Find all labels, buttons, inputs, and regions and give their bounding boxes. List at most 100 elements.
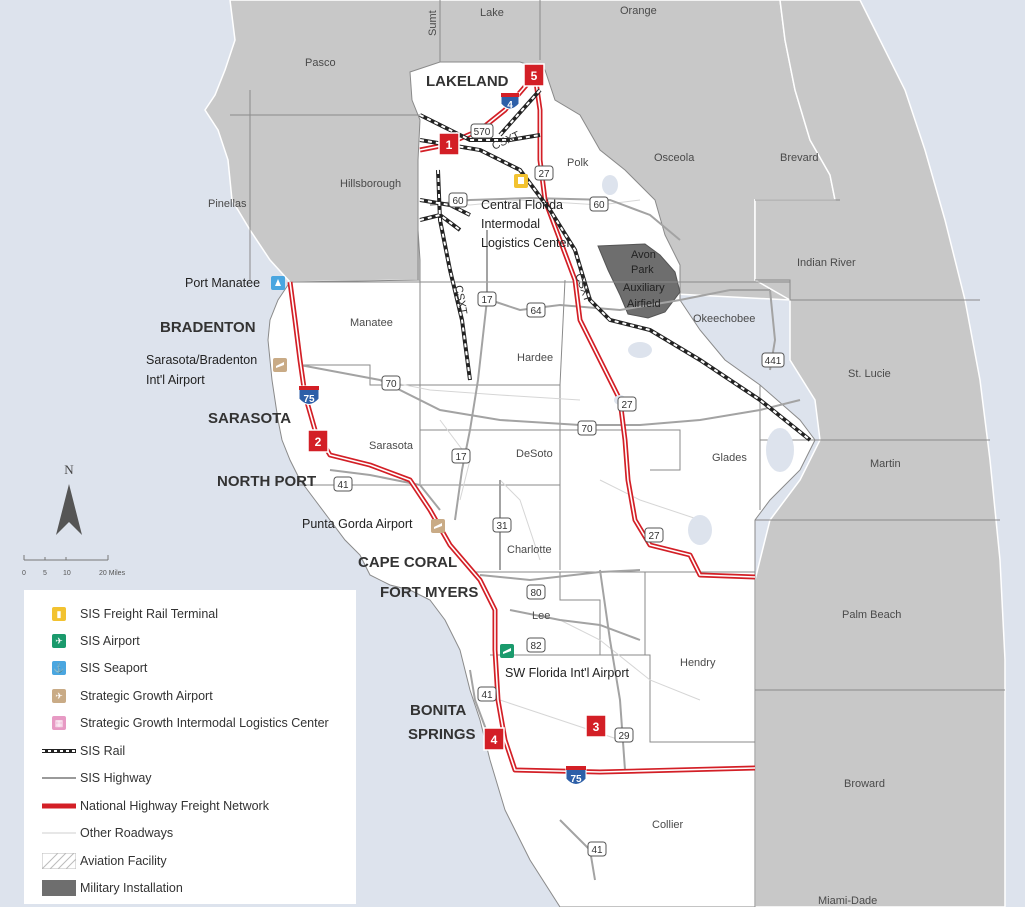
growth-ilc-icon: ▦ xyxy=(52,716,66,730)
city-label-fort-myers: FORT MYERS xyxy=(380,584,478,601)
seaport-icon: ⚓ xyxy=(52,661,66,675)
svg-text:3: 3 xyxy=(593,720,600,734)
svg-text:60: 60 xyxy=(452,196,464,207)
county-label-desoto: DeSoto xyxy=(516,448,553,460)
city-label-north-port: NORTH PORT xyxy=(217,473,316,490)
svg-text:Avon: Avon xyxy=(631,249,656,261)
legend-label: Other Roadways xyxy=(80,826,174,840)
scale-bar: 0 5 10 20 Miles xyxy=(22,555,126,577)
svg-text:SW Florida Int'l Airport: SW Florida Int'l Airport xyxy=(505,666,629,680)
svg-text:64: 64 xyxy=(530,306,542,317)
legend-label: Strategic Growth Airport xyxy=(80,689,213,703)
svg-text:2: 2 xyxy=(315,435,322,449)
us-route-64-shield: 64 xyxy=(526,302,546,318)
svg-text:5: 5 xyxy=(43,570,47,577)
us-route-570-shield: 570 xyxy=(470,123,494,139)
us-route-60-shield: 60 xyxy=(589,196,609,212)
county-label-indian-river: Indian River xyxy=(797,257,856,269)
north-arrow: N xyxy=(56,462,82,535)
county-label-polk: Polk xyxy=(567,157,589,169)
us-route-27-shield: 27 xyxy=(617,396,637,412)
legend-label: Military Installation xyxy=(80,881,183,895)
county-label-martin: Martin xyxy=(870,458,901,470)
sis-highway-line xyxy=(42,777,76,779)
svg-text:Airfield: Airfield xyxy=(627,298,661,310)
airport-icon: ✈ xyxy=(52,634,66,648)
county-label-collier: Collier xyxy=(652,819,684,831)
county-label-palm-beach: Palm Beach xyxy=(842,609,901,621)
svg-text:570: 570 xyxy=(474,127,491,138)
svg-text:Sarasota/Bradenton: Sarasota/Bradenton xyxy=(146,353,257,367)
svg-text:Intermodal: Intermodal xyxy=(481,217,540,231)
military-fill xyxy=(42,880,76,896)
svg-text:27: 27 xyxy=(538,169,550,180)
svg-text:29: 29 xyxy=(618,731,630,742)
military-installation-avon-park xyxy=(597,243,681,319)
svg-text:75: 75 xyxy=(303,394,315,405)
legend-item: Military Installation xyxy=(40,878,183,898)
county-label-manatee: Manatee xyxy=(350,317,393,329)
city-labels: LAKELAND BRADENTON SARASOTA NORTH PORT C… xyxy=(160,73,509,743)
facility-icons[interactable] xyxy=(271,174,528,658)
svg-text:41: 41 xyxy=(481,690,493,701)
legend-item: Aviation Facility xyxy=(40,851,167,871)
legend-item: ✈ Strategic Growth Airport xyxy=(40,686,213,706)
rail-terminal-icon: ▮ xyxy=(52,607,66,621)
legend-label: SIS Freight Rail Terminal xyxy=(80,607,219,621)
city-label-bonita: BONITA xyxy=(410,702,467,719)
facility-labels: Central Florida Intermodal Logistics Cen… xyxy=(146,198,629,680)
growth-airport-icon: ✈ xyxy=(52,689,66,703)
us-route-17-shield: 17 xyxy=(451,448,471,464)
county-label-broward: Broward xyxy=(844,778,885,790)
county-label-orange: Orange xyxy=(620,5,657,17)
freight-hubs[interactable]: 1 2 3 4 5 xyxy=(307,63,607,751)
city-label-bradenton: BRADENTON xyxy=(160,319,256,336)
county-label-glades: Glades xyxy=(712,452,747,464)
rail-label-csxt-2: CSXT xyxy=(452,284,469,315)
legend-label: Aviation Facility xyxy=(80,854,167,868)
us-route-70-shield: 70 xyxy=(577,420,597,436)
svg-text:1: 1 xyxy=(446,138,453,152)
svg-text:N: N xyxy=(64,462,74,477)
hub-marker-4: 4 xyxy=(483,727,505,751)
svg-text:Int'l Airport: Int'l Airport xyxy=(146,373,205,387)
city-label-cape-coral: CAPE CORAL xyxy=(358,554,457,571)
county-label-lake: Lake xyxy=(480,7,504,19)
us-route-80-shield: 80 xyxy=(526,584,546,600)
county-label-hillsborough: Hillsborough xyxy=(340,178,401,190)
growth-airport-icon xyxy=(431,519,445,533)
sis-rail xyxy=(419,88,812,442)
aviation-hatch xyxy=(42,853,76,869)
us-route-27-shield: 27 xyxy=(644,527,664,543)
hub-marker-2: 2 xyxy=(307,429,329,453)
county-label-pasco: Pasco xyxy=(305,57,336,69)
sis-rail-line xyxy=(42,749,76,753)
county-label-pinellas: Pinellas xyxy=(208,198,247,210)
hub-marker-1: 1 xyxy=(438,132,460,156)
legend-item: ⚓ SIS Seaport xyxy=(40,658,147,678)
county-label-okeechobee: Okeechobee xyxy=(693,313,755,325)
county-label-brevard: Brevard xyxy=(780,152,819,164)
legend-item: ▦ Strategic Growth Intermodal Logistics … xyxy=(40,713,329,733)
airport-icon xyxy=(500,644,514,658)
svg-text:Port Manatee: Port Manatee xyxy=(185,276,260,290)
svg-text:Park: Park xyxy=(631,264,654,276)
svg-text:31: 31 xyxy=(496,521,508,532)
county-label-hardee: Hardee xyxy=(517,352,553,364)
svg-text:75: 75 xyxy=(570,774,582,785)
seaport-icon xyxy=(271,276,285,290)
svg-text:0: 0 xyxy=(22,570,26,577)
route-shields: 4 75 75 570 27 60 60 17 64 70 27 70 441 … xyxy=(298,92,785,857)
legend-label: SIS Rail xyxy=(80,744,126,758)
hub-marker-3: 3 xyxy=(585,714,607,738)
svg-text:70: 70 xyxy=(581,424,593,435)
svg-text:Auxiliary: Auxiliary xyxy=(623,282,665,294)
svg-text:4: 4 xyxy=(507,100,513,111)
us-route-29-shield: 29 xyxy=(614,727,634,743)
svg-text:Punta Gorda Airport: Punta Gorda Airport xyxy=(302,517,413,531)
city-label-lakeland: LAKELAND xyxy=(426,73,509,90)
other-road-line xyxy=(42,832,76,834)
us-route-27-shield: 27 xyxy=(534,165,554,181)
